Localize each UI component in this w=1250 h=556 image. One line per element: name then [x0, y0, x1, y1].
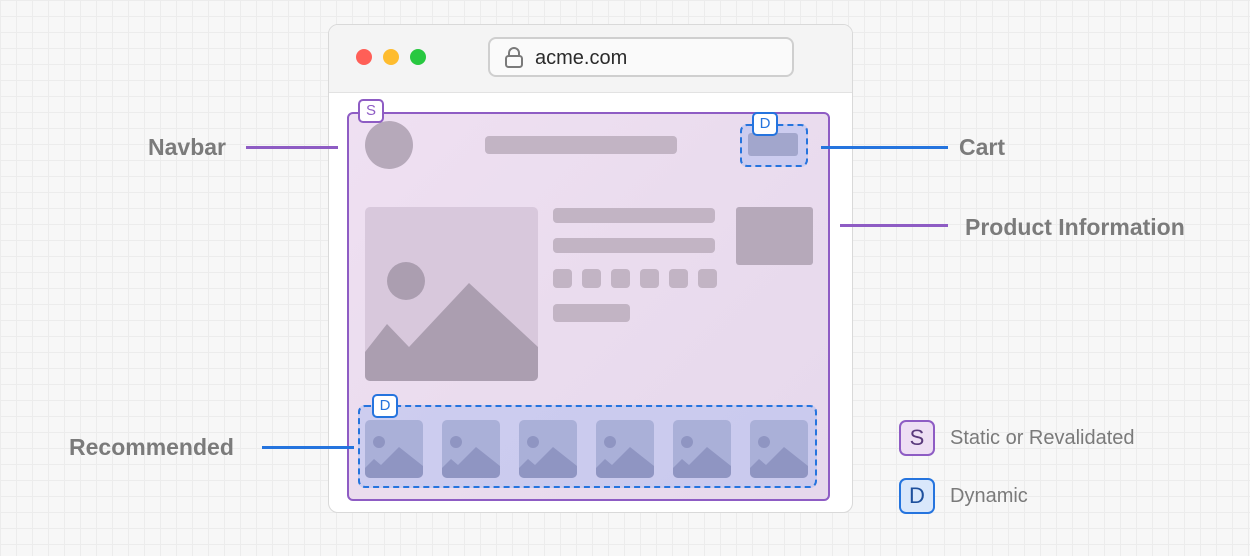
product-option-placeholder — [640, 269, 659, 288]
product-option-placeholder — [698, 269, 717, 288]
cart-label: Cart — [959, 134, 1006, 160]
legend-static-badge: S — [899, 420, 935, 456]
static-badge: S — [358, 99, 384, 123]
navbar-leader-line — [246, 146, 338, 149]
product-option-placeholder — [553, 269, 572, 288]
product-information-label: Product Information — [965, 214, 1185, 240]
product-option-placeholder — [669, 269, 688, 288]
recommended-item-placeholder — [519, 420, 577, 478]
cart-leader-line — [821, 146, 948, 149]
image-placeholder-icon — [750, 436, 808, 478]
browser-titlebar: acme.com — [329, 25, 852, 93]
recommended-dynamic-badge: D — [372, 394, 398, 418]
image-placeholder-icon — [519, 436, 577, 478]
recommended-item-placeholder — [750, 420, 808, 478]
image-placeholder-icon — [365, 436, 423, 478]
navbar-logo-placeholder — [365, 121, 413, 169]
lock-icon — [504, 47, 524, 74]
navbar-search-placeholder — [485, 136, 677, 154]
close-window-dot[interactable] — [356, 49, 372, 65]
recommended-item-placeholder — [673, 420, 731, 478]
maximize-window-dot[interactable] — [410, 49, 426, 65]
recommended-label: Recommended — [69, 434, 234, 460]
image-placeholder-icon — [442, 436, 500, 478]
product-title-placeholder — [553, 208, 715, 223]
minimize-window-dot[interactable] — [383, 49, 399, 65]
address-bar[interactable]: acme.com — [488, 37, 794, 77]
image-placeholder-icon — [365, 262, 538, 381]
recommended-item-placeholder — [365, 420, 423, 478]
recommended-item-placeholder — [596, 420, 654, 478]
image-placeholder-icon — [673, 436, 731, 478]
image-placeholder-icon — [596, 436, 654, 478]
legend-static-label: Static or Revalidated — [950, 427, 1135, 449]
product-image-placeholder — [365, 207, 538, 381]
product-information-leader-line — [840, 224, 948, 227]
legend-dynamic-label: Dynamic — [950, 485, 1028, 507]
legend-dynamic-badge: D — [899, 478, 935, 514]
cart-dynamic-badge: D — [752, 112, 778, 136]
product-option-placeholder — [582, 269, 601, 288]
product-option-placeholder — [611, 269, 630, 288]
navbar-label: Navbar — [148, 134, 226, 160]
recommended-item-placeholder — [442, 420, 500, 478]
url-text: acme.com — [535, 47, 628, 69]
product-subtitle-placeholder — [553, 238, 715, 253]
product-price-placeholder — [553, 304, 630, 322]
recommended-dynamic-region — [358, 405, 817, 488]
product-action-placeholder — [736, 207, 813, 265]
recommended-leader-line — [262, 446, 354, 449]
cart-placeholder — [748, 133, 798, 156]
